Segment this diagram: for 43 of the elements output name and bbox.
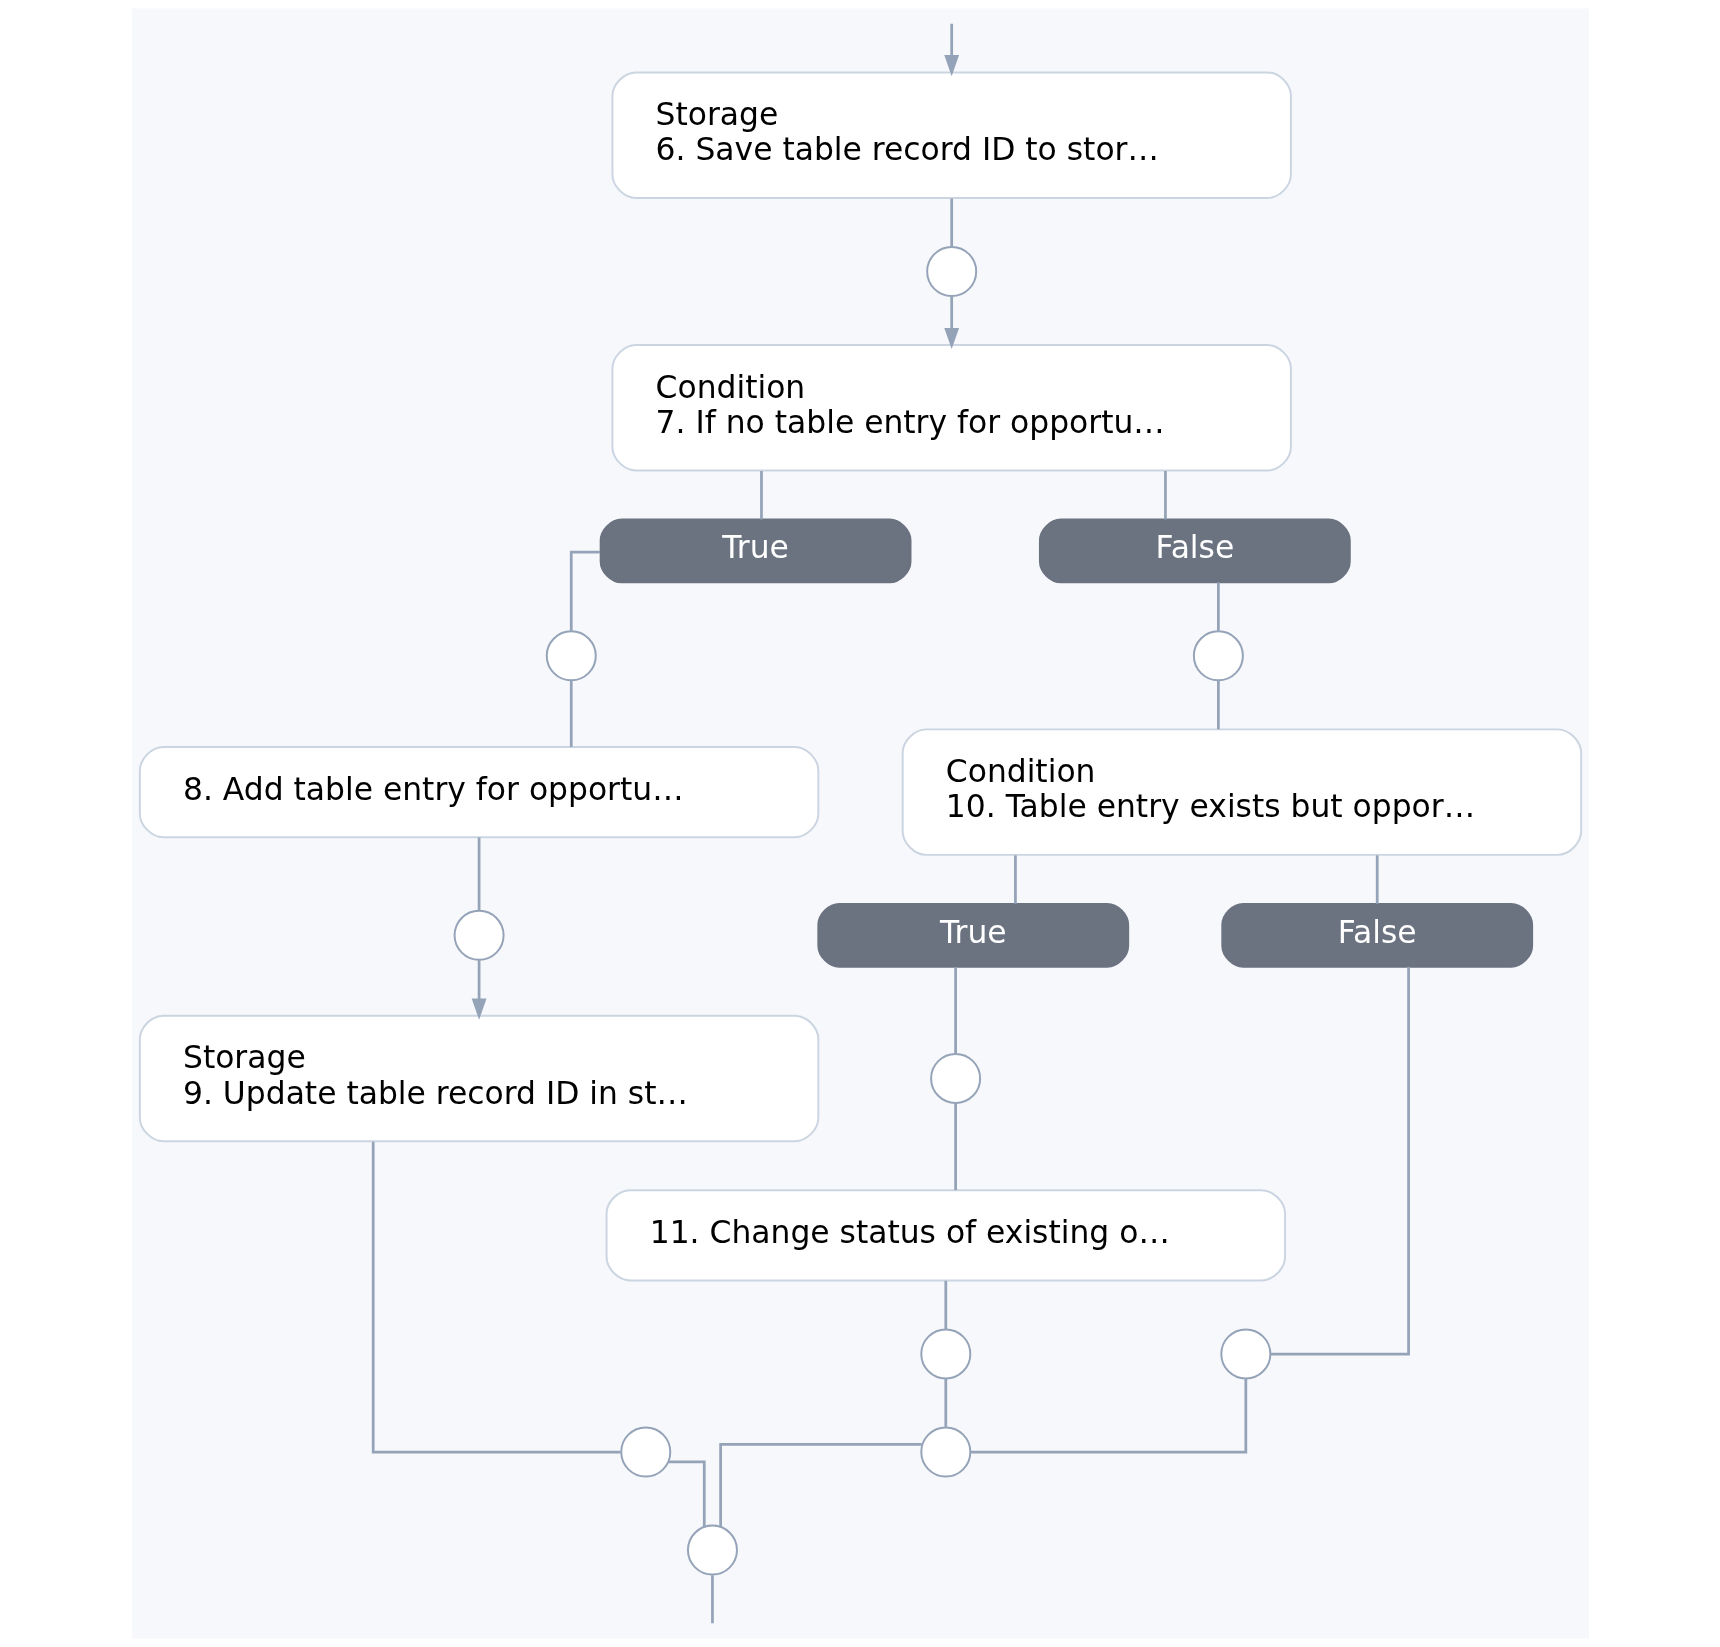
connector (943, 1280, 947, 1330)
connector (759, 471, 763, 520)
node-box: True (599, 518, 911, 584)
connector (1375, 855, 1379, 904)
node-circle (929, 1052, 981, 1104)
connector (667, 1460, 706, 1527)
arrow (943, 23, 959, 77)
node-box: Condition 10. Table entry exists but oppor… (901, 728, 1582, 856)
connector (1216, 582, 1220, 631)
connector (718, 1442, 922, 1527)
connector (1270, 966, 1410, 1356)
connector (569, 680, 573, 747)
node-box: Storage 6. Save table record ID to stor… (610, 71, 1292, 199)
connector (953, 1102, 957, 1191)
node-circle (919, 1328, 971, 1380)
connector (1163, 471, 1167, 520)
connector (477, 837, 480, 911)
connector (710, 1575, 714, 1624)
node-circle (919, 1426, 971, 1478)
node-circle (453, 909, 505, 961)
connector (1013, 855, 1017, 904)
arrow (943, 296, 959, 350)
connector (569, 550, 600, 632)
node-box: Storage 9. Update table record ID in st… (138, 1014, 819, 1143)
connector (953, 967, 957, 1054)
node-circle (545, 630, 597, 682)
connector (949, 198, 953, 247)
node-box: False (1038, 518, 1351, 584)
node-circle (686, 1524, 738, 1576)
connector (371, 1141, 621, 1454)
connector (969, 1378, 1247, 1454)
node-circle (1192, 630, 1244, 682)
node-circle (1219, 1328, 1271, 1380)
connector (1216, 680, 1220, 730)
arrow (471, 960, 486, 1020)
node-box: False (1220, 902, 1533, 968)
node-circle (619, 1426, 671, 1478)
connector (943, 1378, 947, 1427)
node-box: Condition 7. If no table entry for opportu… (610, 344, 1292, 472)
node-circle (925, 246, 977, 297)
node-box: True (816, 902, 1129, 968)
node-box: 11. Change status of existing o… (605, 1189, 1286, 1282)
node-box: 8. Add table entry for opportu… (138, 746, 819, 839)
